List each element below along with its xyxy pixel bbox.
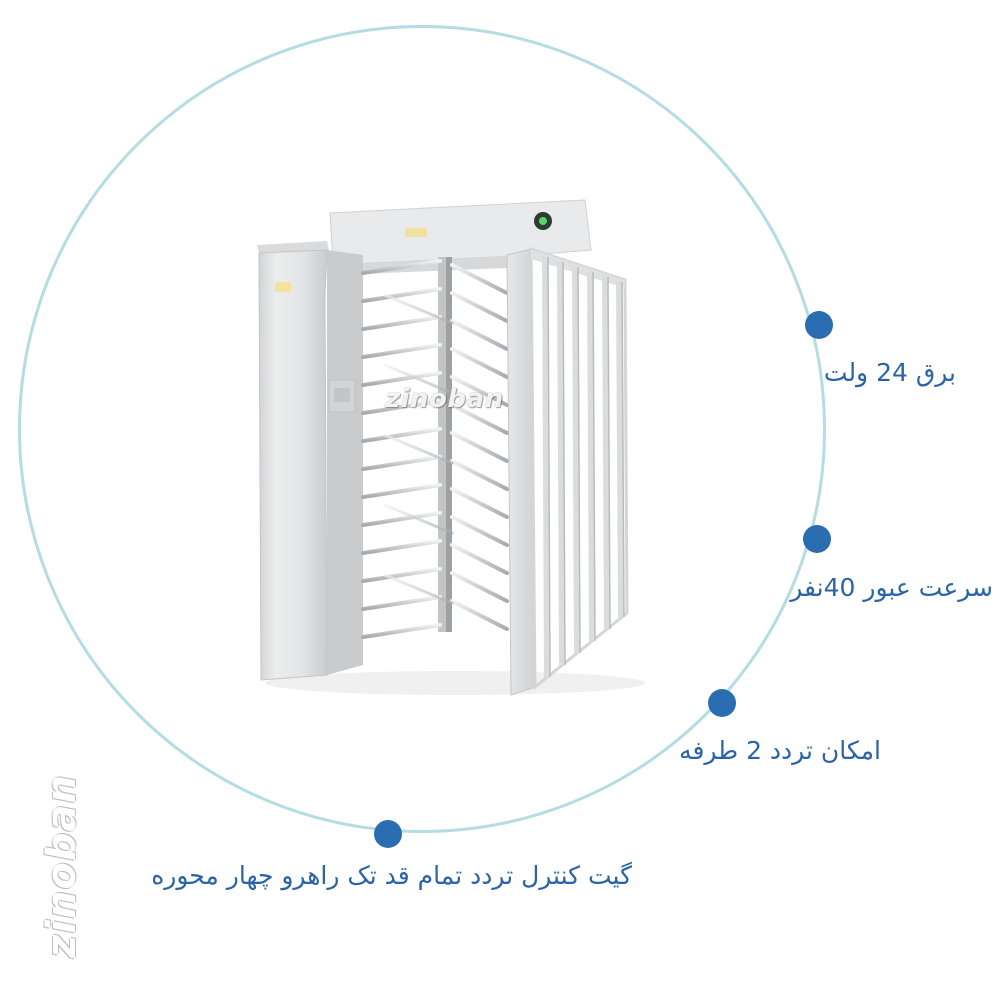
feature-dot bbox=[374, 820, 402, 848]
watermark-center: zinoban bbox=[385, 384, 504, 414]
feature-label-product-name: گیت کنترل تردد تمام قد تک راهرو چهار محو… bbox=[151, 861, 632, 890]
feature-dot bbox=[803, 525, 831, 553]
watermark-side: zinoban bbox=[39, 773, 85, 959]
full-height-turnstile-gate-icon bbox=[257, 199, 645, 696]
feature-dot bbox=[708, 689, 736, 717]
feature-label-bidirectional: امکان تردد 2 طرفه bbox=[679, 736, 881, 765]
feature-label-voltage: برق 24 ولت bbox=[823, 358, 956, 387]
feature-label-throughput: سرعت عبور 40نفر bbox=[790, 573, 993, 602]
decorative-ring bbox=[18, 25, 826, 833]
feature-dot bbox=[805, 311, 833, 339]
